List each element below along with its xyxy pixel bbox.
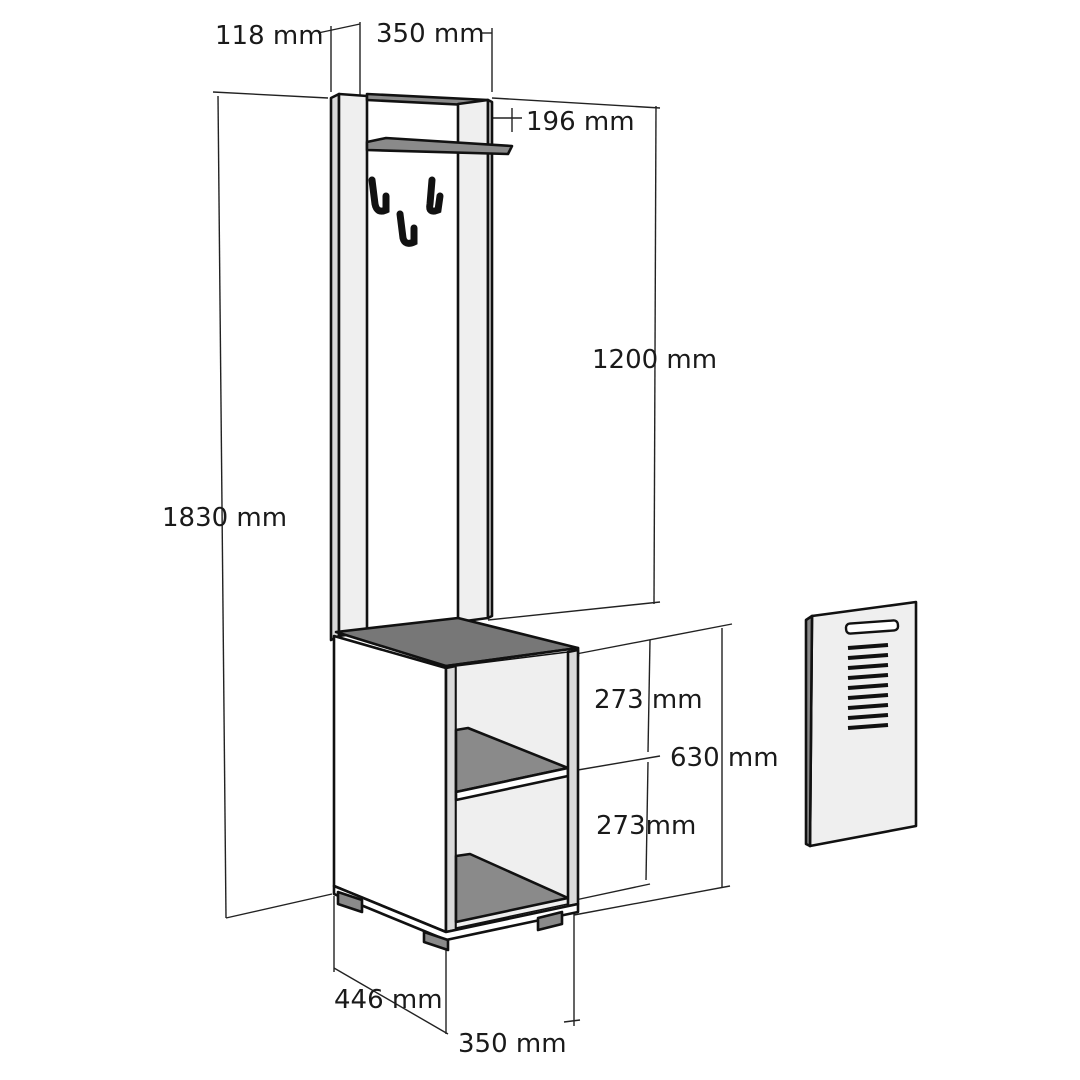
foot-front	[422, 930, 450, 952]
label-upper-shelf: 273 mm	[594, 685, 703, 715]
hook-icon	[396, 210, 418, 247]
label-base-depth: 446 mm	[334, 985, 443, 1015]
cabinet-front-left-edge	[444, 664, 458, 934]
coat-rack-stand	[329, 92, 580, 952]
left-panel-side	[337, 92, 369, 638]
label-base-width: 350 mm	[458, 1029, 567, 1059]
hook-icon	[368, 176, 390, 215]
label-total-height: 1830 mm	[162, 503, 287, 533]
right-panel-edge	[486, 98, 494, 620]
label-panel-height: 1200 mm	[592, 345, 717, 375]
label-depth-top: 118 mm	[215, 21, 324, 51]
cabinet-right-edge	[566, 648, 580, 908]
label-width-top: 350 mm	[376, 19, 485, 49]
cabinet-left-side	[332, 634, 448, 934]
foot-left	[336, 890, 364, 914]
dimension-labels: 118 mm 350 mm 196 mm 1200 mm 1830 mm 273…	[162, 19, 779, 1059]
label-shelf-depth: 196 mm	[526, 107, 635, 137]
cabinet-bottom-edge	[332, 884, 580, 942]
right-panel-face	[456, 98, 490, 624]
hook-icon	[426, 176, 444, 215]
hat-shelf	[365, 136, 514, 156]
foot-right	[536, 910, 564, 932]
door-panel-edge	[804, 614, 814, 848]
label-lower-shelf: 273mm	[596, 811, 696, 841]
door-vent-slots	[847, 643, 889, 730]
dimension-lines	[212, 22, 733, 1035]
door-handle	[844, 619, 900, 635]
label-cabinet-height: 630 mm	[670, 743, 779, 773]
door-panel-face	[808, 600, 918, 848]
door-panel	[804, 600, 918, 848]
